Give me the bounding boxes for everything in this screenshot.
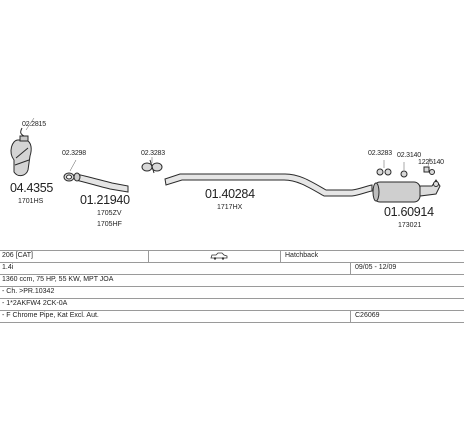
dates-text: 09/05 - 12/09 [355,264,397,271]
set-code-text: C26069 [355,312,380,319]
gasket-part-number-1[interactable]: 02.3298 [62,150,86,157]
hanger-parts [376,166,435,178]
clamp-part-number[interactable]: 02.3283 [141,150,165,157]
front-pipe-sub-code-1: 1705ZV [97,210,122,217]
catalytic-converter [10,127,32,177]
model-text: 206 [CAT] [2,252,33,259]
vehicle-info-table: 206 [CAT] Hatchback 1.4i 09/05 - 12/09 1… [0,250,464,330]
engine-text: 1.4i [2,264,14,271]
exhaust-parts-drawing [10,117,441,203]
codes-text: - 1*2AKFW4 2CK-0A [2,300,68,307]
rear-silencer-part-number[interactable]: 01.60914 [384,205,434,219]
table-row-description: - F Chrome Pipe, Kat Excl. Aut. C26069 [0,310,464,323]
notes-text: - Ch. >PR.10342 [2,288,55,295]
rear-silencer [372,179,441,203]
middle-pipe-part-number[interactable]: 01.40284 [205,187,255,201]
column-divider [350,310,351,322]
cat-part-number[interactable]: 04.4355 [10,181,54,195]
gasket-part-1 [63,172,75,182]
table-row-notes: - Ch. >PR.10342 [0,286,464,299]
hanger-part-number-2[interactable]: 02.3140 [397,152,421,159]
table-row-model: 206 [CAT] Hatchback [0,250,464,263]
exhaust-diagram: 02.2815 04.4355 1701HS 02.3298 01.21940 … [10,117,444,229]
body-type-text: Hatchback [285,252,319,259]
description-text: - F Chrome Pipe, Kat Excl. Aut. [2,312,99,319]
rear-silencer-sub-code: 173021 [398,222,422,229]
middle-pipe [164,173,373,197]
spec-text: 1360 ccm, 75 HP, 55 KW, MPT JOA [2,276,114,283]
hanger-part-number-1[interactable]: 02.3283 [368,150,392,157]
front-pipe-sub-code-2: 1705HF [97,221,122,228]
cat-sub-code: 1701HS [18,198,44,205]
column-divider [280,250,281,262]
cat-gasket-part-number[interactable]: 02.2815 [22,121,46,128]
car-icon [210,252,228,265]
column-divider [350,262,351,274]
table-row-codes: - 1*2AKFW4 2CK-0A [0,298,464,311]
table-row-spec: 1360 ccm, 75 HP, 55 KW, MPT JOA [0,274,464,287]
table-row-engine: 1.4i 09/05 - 12/09 [0,262,464,275]
front-pipe-part-number[interactable]: 01.21940 [80,193,130,207]
hanger-part-number-3[interactable]: 1225140 [418,159,444,166]
front-pipe [73,172,129,193]
middle-pipe-sub-code: 1717HX [217,204,243,211]
column-divider [148,250,149,262]
table-top-border [0,250,464,251]
clamp-part [141,159,163,174]
